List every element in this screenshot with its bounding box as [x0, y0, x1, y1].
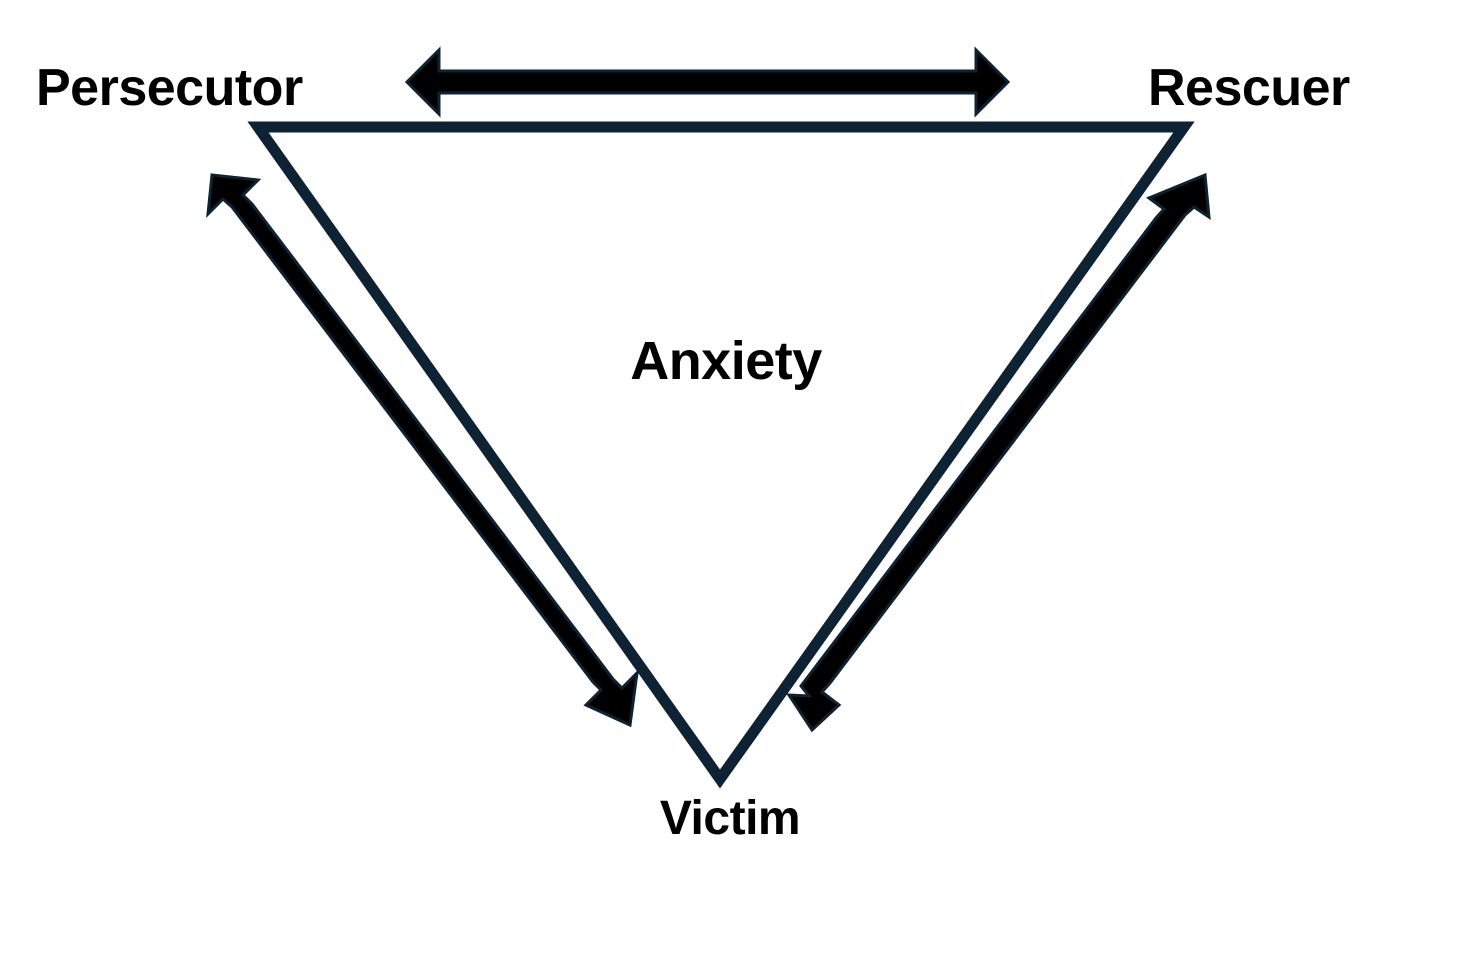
label-persecutor: Persecutor	[36, 59, 303, 117]
label-rescuer: Rescuer	[1148, 59, 1350, 117]
persecutor-victim-arrow	[206, 173, 640, 728]
persecutor-rescuer-arrow	[404, 46, 1011, 118]
label-victim: Victim	[659, 792, 801, 845]
label-anxiety: Anxiety	[630, 331, 822, 391]
rescuer-victim-arrow	[786, 172, 1211, 733]
triangle-outline	[247, 121, 1195, 789]
